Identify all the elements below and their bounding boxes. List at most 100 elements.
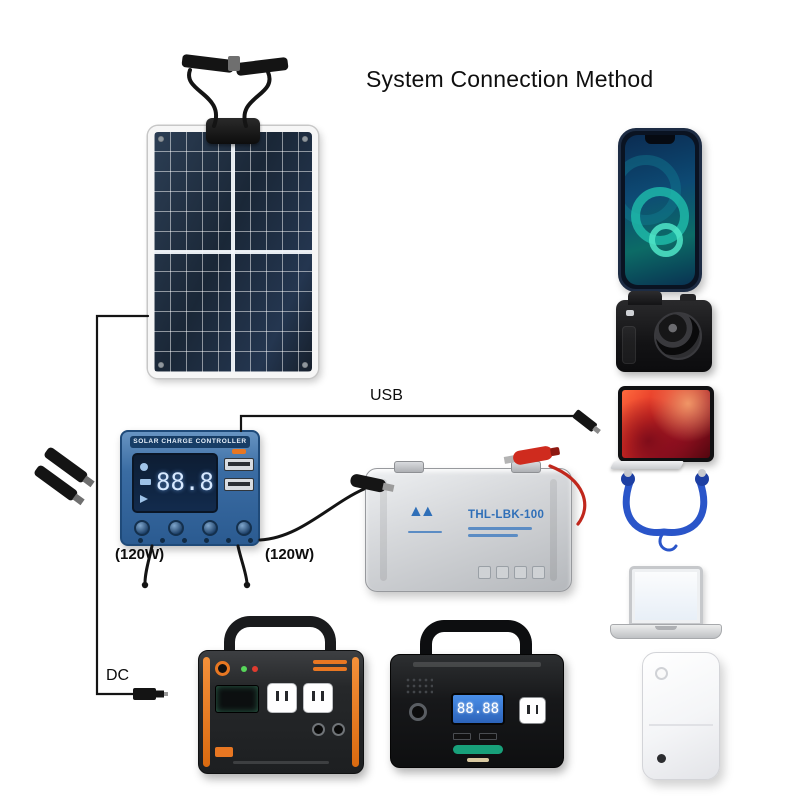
orange-accent-stripe [203, 657, 210, 767]
battery-model: THL-LBK-100 [468, 509, 545, 521]
mountain-logo-icon: ▲▲ [408, 503, 436, 520]
power-bank [642, 652, 720, 780]
wire-tip [141, 581, 149, 589]
charge-controller: SOLAR CHARGE CONTROLLER 88.8 [120, 430, 260, 546]
certification-mark-icon [496, 566, 509, 579]
dc-plug-icon [155, 690, 164, 698]
phone-screen [625, 135, 695, 285]
terminal-screw [160, 538, 165, 543]
smartphone [618, 128, 702, 292]
battery-display [215, 685, 259, 713]
wattage-label-right: (120W) [265, 546, 315, 563]
camera-flash [626, 310, 634, 316]
dc-plug-icon [133, 688, 156, 700]
usb-port [453, 733, 471, 740]
power-bank-seam [649, 723, 713, 726]
mounting-hole [158, 362, 164, 368]
usb-port [224, 458, 254, 471]
output-switch [215, 747, 233, 757]
mounting-hole [302, 136, 308, 142]
page-title: System Connection Method [366, 66, 654, 92]
usb-port [479, 733, 497, 740]
dc-label: DC [106, 667, 130, 684]
mc4-connector-icon [44, 447, 95, 488]
camera-lens [654, 312, 702, 360]
terminal-screw [138, 538, 143, 543]
junction-box [206, 118, 260, 144]
orange-accent-stripe [352, 657, 359, 767]
battery-text-line [408, 531, 442, 533]
laptop [610, 566, 722, 648]
certification-mark-icon [514, 566, 527, 579]
tablet-screen [622, 390, 710, 458]
wallpaper-ring [649, 223, 683, 257]
battery-negative-wire [258, 487, 366, 542]
phone-notch [645, 135, 675, 144]
terminal-screw [182, 538, 187, 543]
brand-logo [467, 758, 489, 762]
dc-plug-tip [164, 692, 168, 696]
battery-text-line [468, 527, 532, 530]
solar-panel [148, 126, 318, 378]
usb-wire [239, 414, 583, 433]
battery-terminal [394, 461, 424, 473]
label-pill [453, 745, 503, 754]
terminal-screw [226, 538, 231, 543]
wire-tip [243, 581, 251, 589]
controller-title: SOLAR CHARGE CONTROLLER [130, 436, 250, 448]
ac-outlet [519, 697, 546, 724]
dc-output-jack [332, 723, 345, 736]
sun-icon [140, 463, 148, 471]
laptop-screen [629, 566, 703, 626]
spec-text-bar [413, 662, 541, 667]
laptop-base [610, 624, 722, 639]
shutter-button [680, 294, 696, 301]
certification-mark-icon [532, 566, 545, 579]
usb-label: USB [370, 387, 403, 404]
controller-button [134, 520, 150, 536]
viewfinder-hump [628, 291, 662, 305]
terminal-screw [204, 538, 209, 543]
camera [616, 291, 712, 372]
ac-outlet [303, 683, 333, 713]
mc4-connector-icon [181, 54, 235, 73]
wattage-label-left: (120W) [115, 546, 165, 563]
battery-terminal [511, 461, 541, 473]
mc4-coupler-icon [228, 56, 240, 71]
certification-mark-icon [478, 566, 491, 579]
battery-text-line [468, 534, 518, 537]
controller-button [168, 520, 184, 536]
brand-logo [313, 660, 347, 664]
battery-icon [140, 479, 151, 485]
power-bank-port [657, 754, 666, 763]
controller-pigtail [236, 544, 249, 585]
usb-symbol-icon [232, 449, 246, 454]
earphones-graphic [621, 469, 709, 552]
power-station-orange-handle [224, 616, 336, 672]
model-text-bar [233, 761, 329, 764]
station-lcd: 88.88 [451, 693, 505, 725]
dc-output-jack [312, 723, 325, 736]
terminal-screw [248, 538, 253, 543]
mc4-connector-icon [235, 57, 289, 76]
status-led [241, 666, 247, 672]
controller-lcd-screen: 88.8 [132, 453, 218, 513]
arrow-icon [140, 495, 148, 503]
power-station-orange [198, 650, 364, 774]
mounting-hole [158, 136, 164, 142]
battery-grip [550, 479, 557, 581]
tablet [609, 386, 714, 469]
power-button [409, 703, 427, 721]
power-button [215, 661, 230, 676]
neckband-earphones [612, 468, 718, 564]
mc4-connector-icon [34, 465, 85, 506]
controller-button [202, 520, 218, 536]
battery-grip [380, 479, 387, 581]
controller-lcd-value: 88.8 [156, 468, 214, 496]
power-bank-button [655, 667, 668, 680]
power-station-black: 88.88 [390, 654, 564, 768]
ac-outlet [267, 683, 297, 713]
usb-plug-icon [572, 409, 601, 434]
controller-button [236, 520, 252, 536]
